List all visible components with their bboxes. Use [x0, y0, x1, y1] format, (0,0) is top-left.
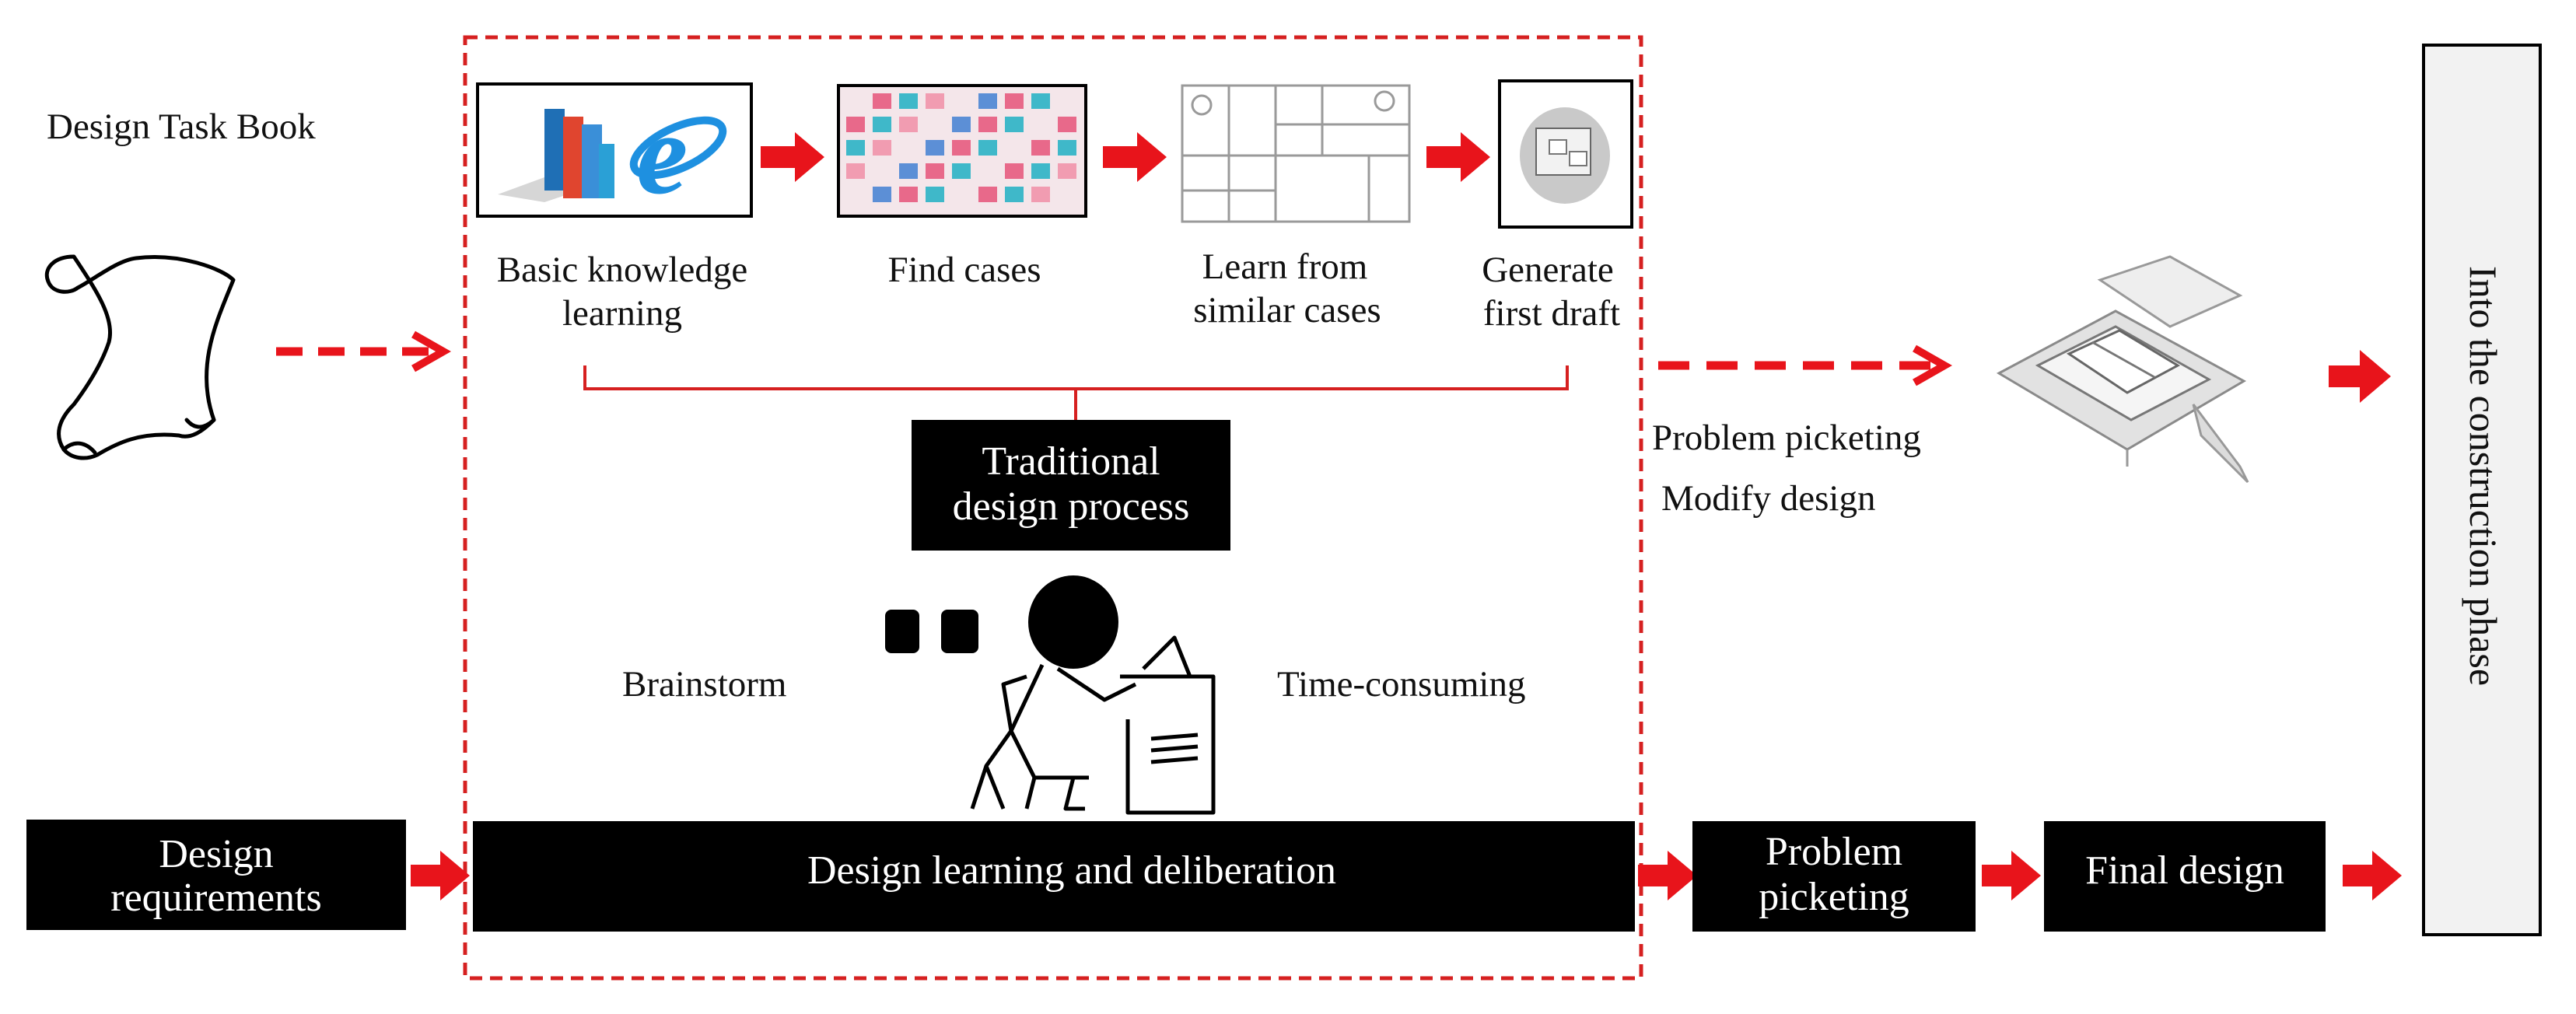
traditional-process-line1: Traditional: [982, 439, 1160, 484]
thinker-figure: [885, 575, 1216, 815]
plan-cell: [846, 163, 865, 179]
plan-cell: [978, 140, 997, 156]
learning-box: [473, 821, 1635, 932]
traditional-process-box: [912, 420, 1230, 551]
construction-phase-label: Into the construction phase: [2462, 266, 2505, 686]
plan-cell: [926, 93, 944, 109]
plan-cell: [978, 187, 997, 202]
requirements-box: [26, 820, 406, 930]
feedback-line2: Modify design: [1661, 478, 1875, 519]
plan-cell: [1058, 117, 1076, 132]
time-consuming-label: Time-consuming: [1277, 664, 1525, 705]
arrow-final-to-construction: [2343, 851, 2402, 900]
plan-to-construction-arrow: [2329, 350, 2391, 403]
plan-cell: [873, 117, 891, 132]
plan-cell: [1058, 163, 1076, 179]
feedback-line1: Problem picketing: [1652, 418, 1921, 458]
plan-cell: [978, 117, 997, 132]
plan-cell: [1031, 163, 1050, 179]
scroll-icon: [44, 254, 236, 460]
picketing-line1: Problem: [1766, 830, 1902, 874]
step-3-label-line1: Learn from: [1202, 247, 1368, 287]
plan-cell: [952, 117, 971, 132]
task-book-title: Design Task Book: [47, 107, 316, 147]
plan-cell: [952, 140, 971, 156]
final-design-label: Final design: [2085, 848, 2284, 893]
plan-cell: [873, 140, 891, 156]
step-arrows: [761, 132, 1490, 182]
process-bracket: [583, 365, 1569, 420]
plan-cell: [1058, 140, 1076, 156]
plan-cell: [926, 187, 944, 202]
plan-cell: [1031, 93, 1050, 109]
plan-cell: [899, 117, 918, 132]
final-design-box: [2044, 821, 2326, 932]
plan-cell: [1005, 163, 1024, 179]
plan-cell: [873, 187, 891, 202]
requirements-line1: Design: [159, 832, 273, 876]
books-browser-icon: e: [476, 82, 753, 219]
plan-cell: [1031, 140, 1050, 156]
construction-phase-box: [2422, 44, 2542, 936]
step-1-label-line1: Basic knowledge: [497, 250, 747, 290]
plan-cell: [899, 187, 918, 202]
plan-cell: [1031, 187, 1050, 202]
arrow-learning-to-picketing: [1638, 851, 1697, 900]
plan-cell: [873, 93, 891, 109]
plan-cell: [899, 163, 918, 179]
plan-model-icon: [1996, 255, 2249, 484]
picketing-line2: picketing: [1759, 875, 1909, 919]
step-1-label-line2: learning: [562, 293, 682, 334]
svg-text:e: e: [636, 89, 688, 219]
plan-cell: [1005, 93, 1024, 109]
floor-plan-icon: [1181, 84, 1411, 223]
picketing-box: [1692, 821, 1976, 932]
step-4-label-line1: Generate: [1482, 250, 1614, 290]
step-3-label-line2: similar cases: [1193, 290, 1381, 330]
plan-cell: [978, 93, 997, 109]
draft-model-icon: [1498, 79, 1633, 229]
traditional-process-frame: [463, 35, 1643, 981]
plan-cell: [899, 93, 918, 109]
arrow-picketing-to-final: [1982, 851, 2041, 900]
plan-cell: [926, 140, 944, 156]
plan-cell: [1005, 117, 1024, 132]
plan-cell: [952, 163, 971, 179]
plan-cell: [846, 117, 865, 132]
step-2-label: Find cases: [887, 250, 1041, 290]
plan-cell: [846, 140, 865, 156]
requirements-line2: requirements: [110, 876, 321, 920]
step-4-label-line2: first draft: [1483, 293, 1620, 334]
brainstorm-label: Brainstorm: [622, 664, 786, 705]
plan-cell: [926, 163, 944, 179]
traditional-process-line2: design process: [953, 484, 1190, 529]
arrow-requirements-to-learning: [411, 851, 470, 900]
plan-cell: [1005, 187, 1024, 202]
learning-label: Design learning and deliberation: [807, 848, 1336, 893]
